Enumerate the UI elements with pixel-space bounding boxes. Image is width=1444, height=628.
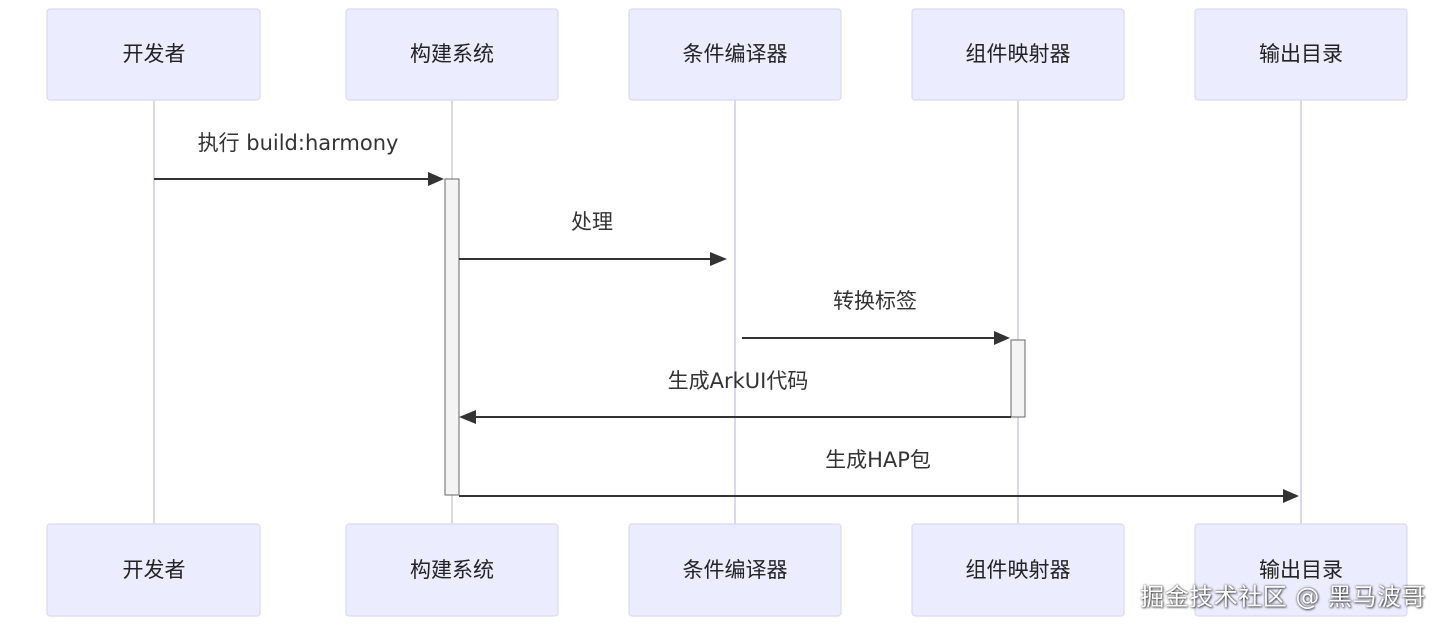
arrowhead-right <box>994 331 1010 345</box>
actor-top-compiler: 条件编译器 <box>628 8 842 101</box>
actor-label: 组件映射器 <box>966 42 1071 66</box>
arrowhead-right <box>1283 489 1299 503</box>
actor-bottom-build-system: 构建系统 <box>345 523 559 617</box>
actor-box <box>1194 8 1408 101</box>
actor-top-component-mapper: 组件映射器 <box>911 8 1125 101</box>
actor-bottom-developer: 开发者 <box>46 523 261 617</box>
actor-label: 构建系统 <box>410 558 494 582</box>
actor-label: 条件编译器 <box>683 558 788 582</box>
actor-top-build-system: 构建系统 <box>345 8 559 101</box>
message-label: 生成ArkUI代码 <box>668 369 809 393</box>
message-label: 处理 <box>571 210 613 234</box>
message-label: 执行 build:harmony <box>198 131 399 155</box>
actor-box <box>46 523 261 617</box>
actor-label: 开发者 <box>123 42 186 66</box>
actor-box <box>345 523 559 617</box>
watermark: 掘金技术社区 @ 黑马波哥 <box>1140 583 1426 611</box>
actor-top-developer: 开发者 <box>46 8 261 101</box>
actor-label: 输出目录 <box>1259 42 1343 66</box>
message-convert-tags: 转换标签 <box>742 289 1010 345</box>
actor-box <box>46 8 261 101</box>
message-generate-arkui: 生成ArkUI代码 <box>459 369 1011 424</box>
message-generate-hap: 生成HAP包 <box>459 448 1299 503</box>
arrowhead-right <box>710 252 727 266</box>
actor-box <box>628 523 842 617</box>
actor-box <box>1194 523 1408 617</box>
message-execute-build: 执行 build:harmony <box>154 131 444 186</box>
actor-label: 条件编译器 <box>683 42 788 66</box>
message-label: 转换标签 <box>833 289 917 313</box>
actor-box <box>628 8 842 101</box>
activation-build-system <box>444 178 460 496</box>
actor-label: 开发者 <box>123 558 186 582</box>
actor-label: 构建系统 <box>410 42 494 66</box>
actor-box <box>911 523 1125 617</box>
message-process: 处理 <box>459 210 727 266</box>
message-label: 生成HAP包 <box>825 448 931 472</box>
actor-box <box>345 8 559 101</box>
actor-box <box>911 8 1125 101</box>
arrowhead-left <box>459 410 476 424</box>
activation-component-mapper <box>1010 339 1026 418</box>
arrowhead-right <box>428 172 444 186</box>
actor-label: 输出目录 <box>1259 558 1343 582</box>
actor-bottom-compiler: 条件编译器 <box>628 523 842 617</box>
actor-label: 组件映射器 <box>966 558 1071 582</box>
actor-bottom-component-mapper: 组件映射器 <box>911 523 1125 617</box>
actor-bottom-output-dir: 输出目录 <box>1194 523 1408 617</box>
actor-top-output-dir: 输出目录 <box>1194 8 1408 101</box>
